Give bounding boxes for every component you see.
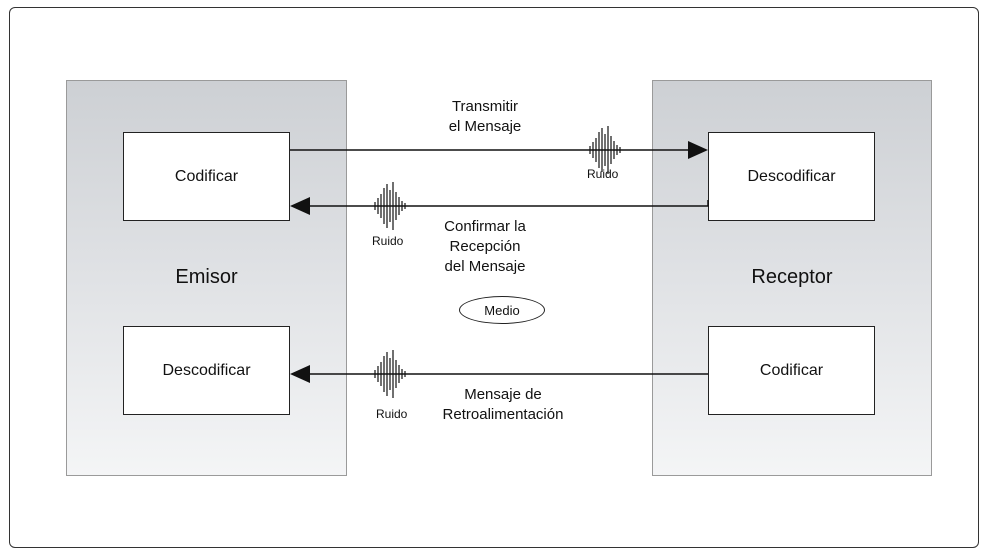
confirm-label-line3: del Mensaje — [444, 258, 526, 275]
feedback-label-line2: Retroalimentación — [442, 406, 564, 423]
receptor-codificar-box: Codificar — [708, 326, 875, 415]
feedback-arrow — [290, 365, 708, 383]
receptor-descodificar-label: Descodificar — [747, 167, 836, 185]
feedback-label-line1: Mensaje de — [464, 386, 542, 403]
emisor-descodificar-label: Descodificar — [162, 361, 251, 379]
confirm-noise-label: Ruido — [372, 234, 404, 248]
noise-wave-icon — [374, 350, 406, 398]
emisor-codificar-label: Codificar — [174, 167, 239, 185]
noise-wave-icon — [374, 182, 406, 230]
transmit-noise-label: Ruido — [587, 167, 619, 181]
transmit-label-line2: el Mensaje — [448, 118, 522, 135]
confirm-label: Confirmar la Recepción del Mensaje — [405, 217, 565, 277]
transmit-arrow — [290, 141, 708, 159]
feedback-label: Mensaje de Retroalimentación — [418, 385, 588, 425]
medio-label: Medio — [484, 302, 520, 318]
confirm-arrow — [290, 197, 709, 215]
confirm-label-line1: Confirmar la — [444, 218, 526, 235]
transmit-label: Transmitir el Mensaje — [405, 97, 565, 137]
emisor-codificar-box: Codificar — [123, 132, 290, 221]
receptor-title: Receptor — [751, 266, 833, 288]
medio-ellipse: Medio — [459, 296, 545, 324]
transmit-label-line1: Transmitir — [451, 98, 519, 115]
confirm-label-line2: Recepción — [449, 238, 521, 255]
receptor-codificar-label: Codificar — [759, 361, 824, 379]
emisor-title: Emisor — [175, 266, 238, 288]
receptor-descodificar-box: Descodificar — [708, 132, 875, 221]
feedback-noise-label: Ruido — [376, 407, 408, 421]
noise-wave-icon — [589, 126, 621, 174]
emisor-descodificar-box: Descodificar — [123, 326, 290, 415]
